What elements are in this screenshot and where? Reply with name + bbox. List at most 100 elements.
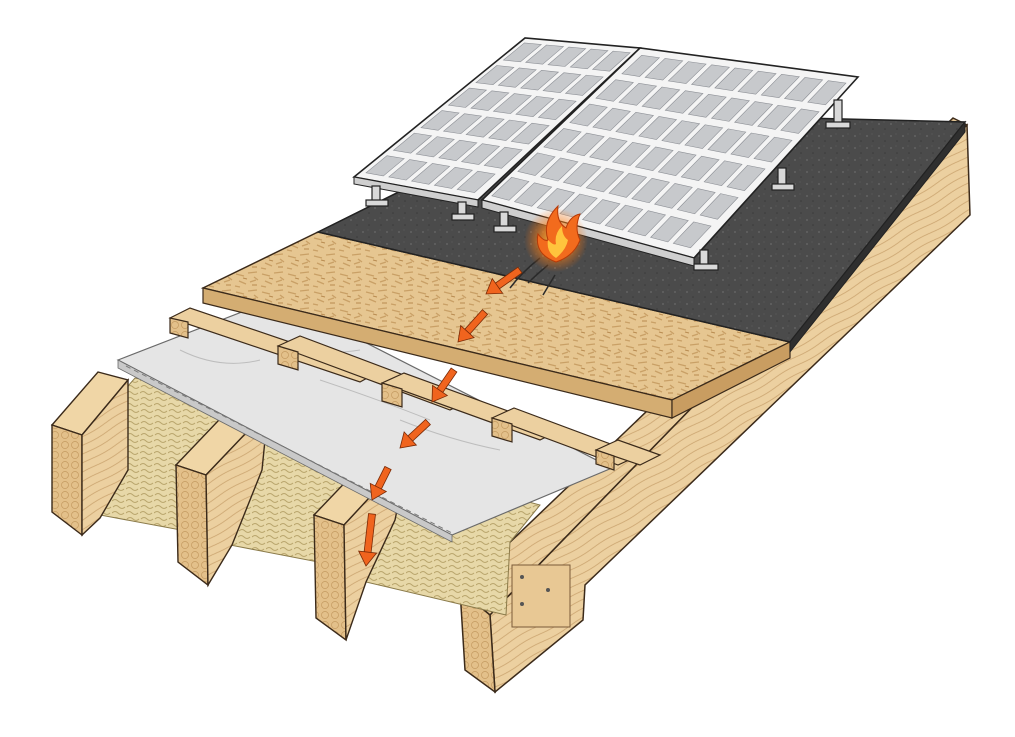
solar-cell [562, 162, 602, 187]
solar-cell [618, 83, 658, 106]
solar-cell [631, 178, 670, 204]
solar-cell [460, 143, 501, 165]
solar-cell [638, 116, 678, 140]
solar-cell [502, 42, 542, 63]
solar-cell [542, 72, 582, 94]
solar-cell [627, 210, 667, 237]
solar-cell [447, 87, 488, 108]
battens [168, 307, 662, 471]
solar-cell [585, 167, 625, 193]
solar-cell [604, 204, 644, 231]
solar-cell [807, 80, 847, 106]
solar-cell [737, 70, 777, 95]
solar-cell [641, 86, 681, 110]
solar-cell [475, 65, 515, 85]
panel-mounts [365, 99, 851, 271]
solar-cell [392, 132, 433, 154]
down-arrow-icon [399, 418, 431, 449]
solar-cell [592, 107, 631, 131]
solar-cell [492, 93, 532, 114]
solar-cell [684, 124, 724, 149]
solar-cell [520, 69, 560, 91]
solar-cell [714, 67, 754, 91]
solar-cell [581, 199, 621, 225]
solar-cell [661, 120, 701, 145]
solar-cell [615, 112, 655, 136]
down-arrow-icon [369, 465, 392, 501]
solar-cell [707, 128, 747, 154]
solar-cell [611, 141, 651, 167]
solar-cell [753, 136, 793, 163]
solar-cell [699, 193, 739, 220]
down-arrow-icon [357, 513, 378, 567]
solar-cell [540, 157, 579, 182]
fire-icon [524, 204, 588, 272]
rafter-1 [50, 371, 130, 537]
solar-cell [438, 139, 478, 162]
solar-cell [734, 101, 774, 126]
solar-cell [783, 77, 824, 102]
solar-cell [510, 122, 550, 145]
panel-cells-right [491, 54, 847, 249]
solar-cell [667, 61, 707, 84]
solar-cell [726, 165, 766, 191]
solar-cell [537, 98, 577, 121]
solar-array [352, 37, 860, 271]
solar-cell [515, 96, 555, 117]
down-arrow-icon [431, 367, 458, 403]
solar-cell [525, 44, 565, 65]
solar-cell [654, 183, 693, 209]
solar-cell [680, 155, 720, 181]
solar-cell [569, 103, 608, 127]
fire-spread-arrows [357, 266, 523, 567]
solar-cell [703, 160, 743, 186]
vapour-barrier [116, 297, 614, 543]
solar-cell [644, 58, 684, 81]
solar-cell [456, 170, 496, 193]
solar-cell [491, 176, 530, 201]
solar-cell [780, 108, 820, 134]
solar-cell [547, 46, 587, 67]
solar-cell [410, 163, 451, 185]
solar-cell [595, 79, 634, 102]
solar-cell [513, 182, 553, 207]
down-arrow-icon [457, 309, 489, 343]
solar-cell [621, 54, 661, 77]
solar-cell [488, 119, 528, 141]
solar-cell [365, 155, 405, 177]
solar-cell [497, 67, 537, 88]
solar-cell [591, 50, 631, 72]
solar-cell [483, 146, 523, 169]
solar-cell [388, 159, 428, 181]
solar-cell [730, 132, 770, 158]
solar-cell [465, 116, 505, 138]
solar-cell [676, 188, 716, 215]
solar-cell [710, 97, 750, 122]
solar-cell [634, 146, 674, 172]
solar-cell [657, 151, 697, 177]
solar-cell [564, 74, 604, 96]
panel-cells-left [365, 42, 631, 193]
solar-cell [470, 90, 510, 111]
solar-cell [420, 110, 460, 131]
down-arrow-icon [485, 266, 523, 295]
solar-cell [664, 90, 704, 114]
batten-5 [594, 439, 662, 471]
solar-cell [543, 128, 582, 152]
solar-cell [566, 132, 605, 157]
solar-cell [650, 215, 689, 243]
solar-cell [672, 221, 712, 249]
solar-panel-left [352, 37, 642, 208]
solar-cell [433, 166, 473, 189]
solar-cell [608, 172, 648, 198]
solar-cell [760, 73, 800, 99]
solar-cell [415, 136, 455, 158]
solar-cell [569, 48, 609, 70]
solar-cell [690, 64, 731, 88]
solar-cell [757, 104, 797, 130]
solar-cell [442, 113, 483, 135]
solar-cell [517, 152, 556, 176]
solar-cell [589, 137, 628, 162]
